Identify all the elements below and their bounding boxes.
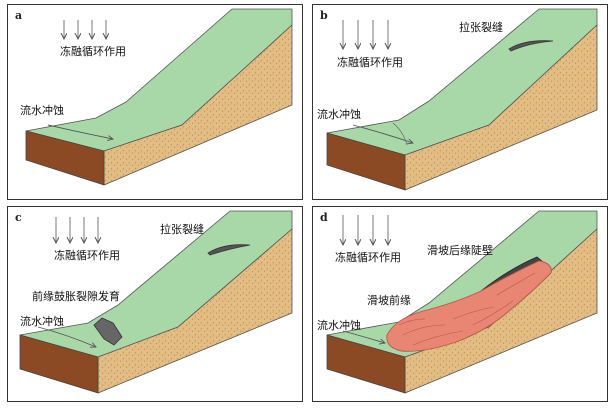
panel-label: b xyxy=(320,9,328,22)
slide-texture xyxy=(398,272,536,346)
slope-diagram xyxy=(326,8,598,191)
panel-label: d xyxy=(320,211,328,224)
freeze-thaw-arrows xyxy=(64,20,106,39)
panel-b: b 冻融循环作用 拉张裂缝 流水冲蚀 xyxy=(312,4,608,200)
erosion-flow-arrow xyxy=(47,124,113,139)
panel-a: a 冻融循环作用 流水冲蚀 xyxy=(7,4,303,200)
slope-front-face xyxy=(19,334,99,394)
freeze-thaw-label: 冻融循环作用 xyxy=(337,56,403,69)
tension-crack xyxy=(207,244,251,256)
erosion-label: 流水冲蚀 xyxy=(20,315,64,328)
slope-diagram xyxy=(25,8,293,186)
slope-diagram xyxy=(326,210,598,394)
freeze-thaw-label: 冻融循环作用 xyxy=(54,249,120,262)
landslide-body xyxy=(386,260,552,352)
slope-diagram xyxy=(19,210,293,394)
panel-d: d 冻融循环作用 滑坡后缘陡壁 滑坡前缘 流水冲蚀 xyxy=(312,206,608,402)
freeze-thaw-label: 冻融循环作用 xyxy=(335,251,401,264)
freeze-thaw-arrows xyxy=(343,20,388,49)
freeze-thaw-label: 冻融循环作用 xyxy=(60,45,126,58)
erosion-flow-arrow xyxy=(352,124,413,143)
panel-label: c xyxy=(15,211,22,224)
freeze-thaw-arrows xyxy=(56,217,98,243)
erosion-flow-arrow xyxy=(342,330,385,343)
panel-label: a xyxy=(15,9,23,22)
front-label: 滑坡前缘 xyxy=(367,294,411,307)
crack-label: 拉张裂缝 xyxy=(160,223,204,236)
bulge-label: 前缘鼓胀裂隙发育 xyxy=(32,290,120,303)
slope-front-face xyxy=(326,132,406,191)
erosion-label: 流水冲蚀 xyxy=(317,319,361,332)
erosion-label: 流水冲蚀 xyxy=(317,108,361,121)
scarp-label: 滑坡后缘陡壁 xyxy=(427,244,493,257)
gully-line xyxy=(392,122,408,146)
panel-c: c 冻融循环作用 拉张裂缝 前缘鼓胀裂隙发育 流水冲蚀 xyxy=(7,206,303,402)
crack-label: 拉张裂缝 xyxy=(459,21,503,34)
slope-front-face xyxy=(25,130,105,186)
bulge-fracture xyxy=(93,317,123,346)
erosion-flow-arrow xyxy=(37,326,96,347)
freeze-thaw-arrows xyxy=(343,215,388,245)
erosion-label: 流水冲蚀 xyxy=(20,104,64,117)
slope-front-face xyxy=(326,334,406,394)
tension-crack xyxy=(508,40,554,52)
